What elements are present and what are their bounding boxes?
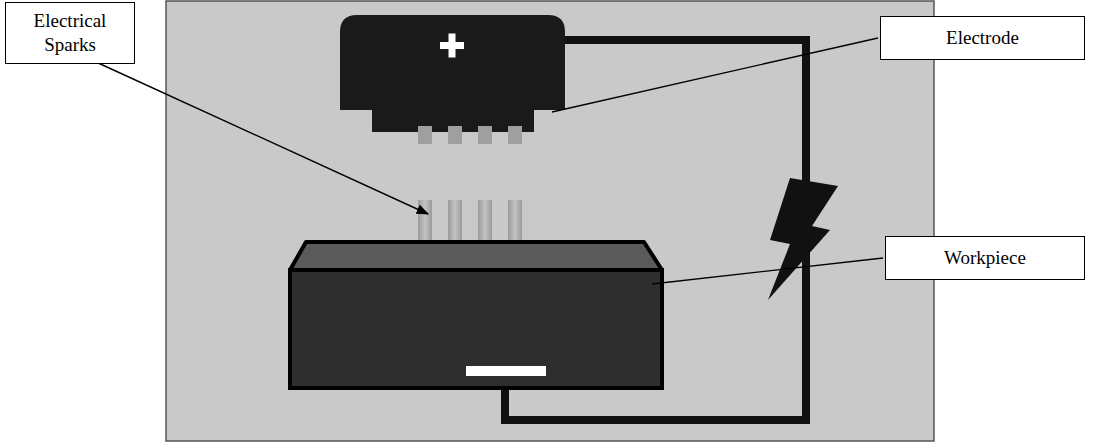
minus-sign	[466, 366, 546, 376]
callout-box: Electrical Sparks	[5, 2, 135, 64]
leader-line	[552, 38, 878, 112]
lightning-bolt	[768, 178, 838, 300]
callout-box: Workpiece	[885, 236, 1085, 280]
leader-line	[96, 62, 428, 214]
callout-label: Electrode	[938, 26, 1027, 50]
callout-box: Electrode	[880, 16, 1085, 60]
electrode-symbol	[340, 15, 565, 144]
callout-label: Electrical Sparks	[6, 9, 134, 57]
plus-sign	[449, 34, 456, 58]
leader-line	[652, 258, 883, 284]
callout-label: Workpiece	[936, 246, 1034, 270]
workpiece-block	[290, 242, 662, 388]
background-panel	[166, 1, 934, 441]
